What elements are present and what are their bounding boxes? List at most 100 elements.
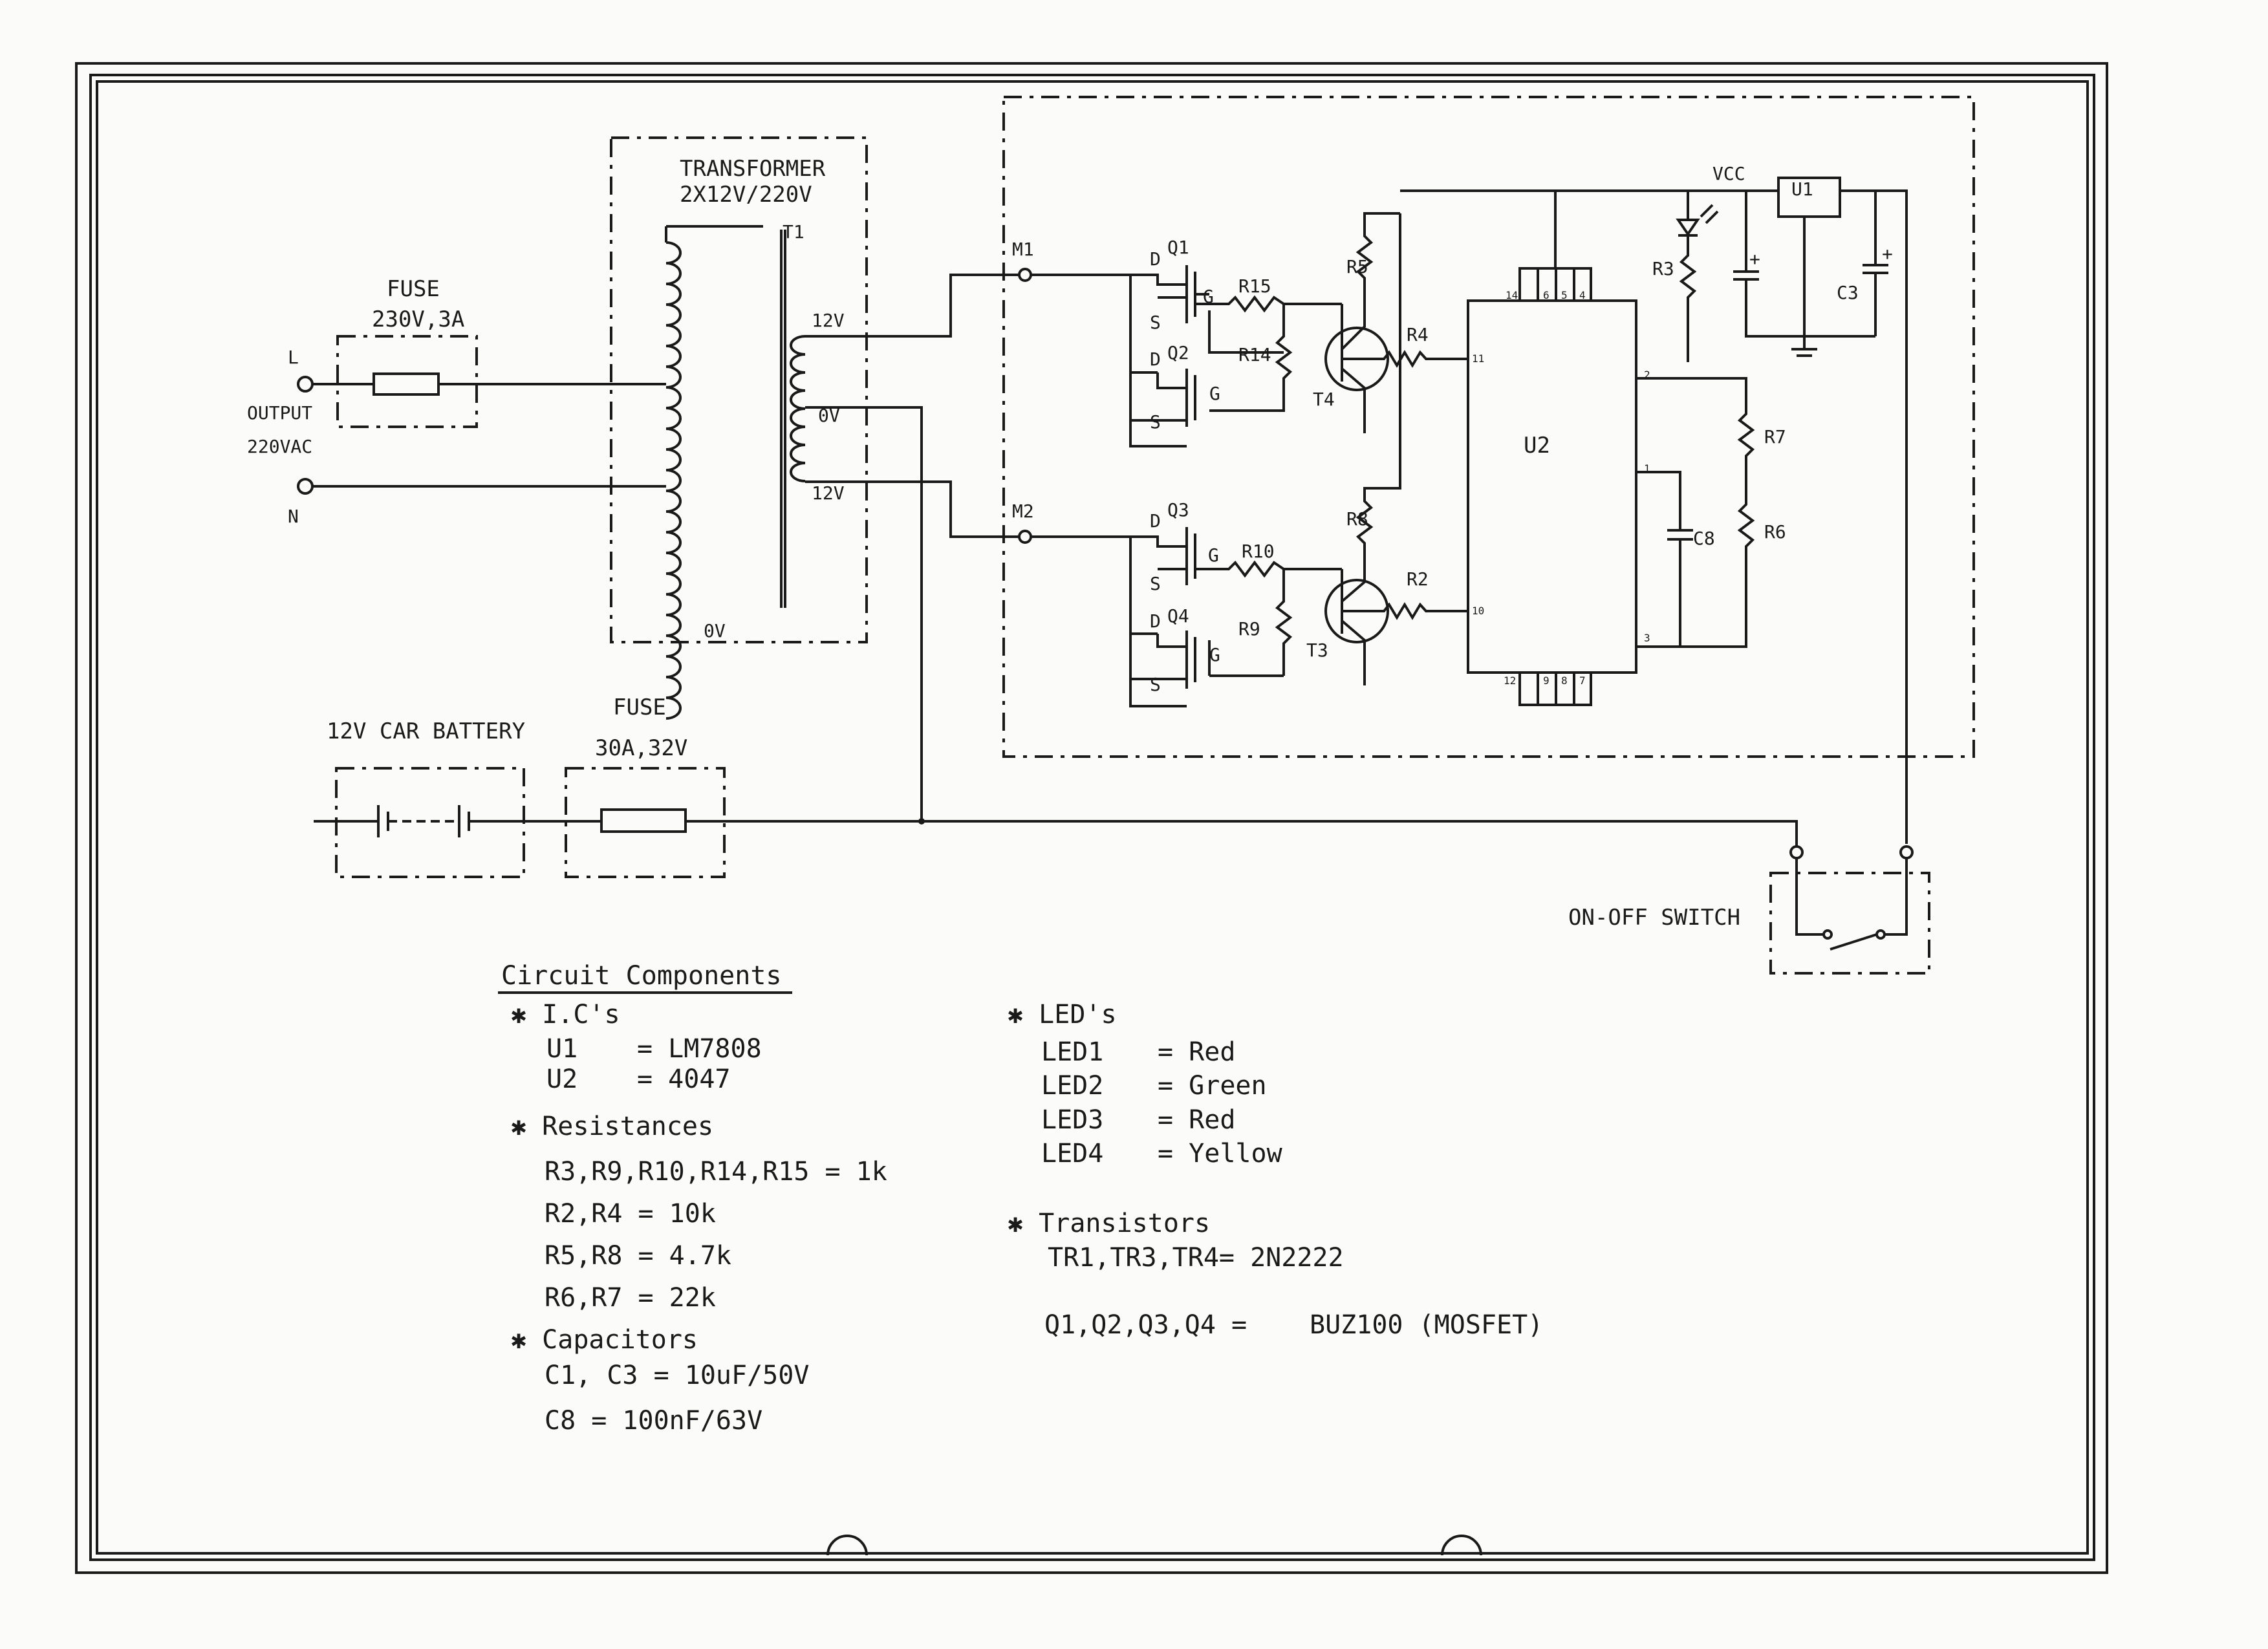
label-labels-pin5: 5 [1561, 289, 1568, 301]
fuse-bottom-rating: 30A,32V [595, 735, 687, 761]
mosfet-q4: D Q4 S G [1129, 605, 1284, 707]
label-labels-g: G [1208, 544, 1219, 566]
heading-text: Transistors [1039, 1209, 1210, 1238]
label-labels-pin7: 7 [1579, 674, 1586, 687]
heading-text: Capacitors [542, 1325, 698, 1355]
label-labels-q1: Q1 [1167, 237, 1189, 258]
label-components-transistors-items-0: TR1,TR3,TR4= 2N2222 [1048, 1243, 1344, 1273]
resistor-r15: R15 [1195, 275, 1342, 313]
output-label: OUTPUT [247, 402, 312, 424]
label-labels-pin1: 1 [1644, 462, 1650, 475]
transistor-t3: T3 R8 R2 [1306, 213, 1468, 685]
output-terminals: L OUTPUT 220VAC N [247, 347, 666, 527]
components-title: Circuit Components [501, 961, 781, 991]
transformer-block: TRANSFORMER 2X12V/220V T1 12V 0V 12V 0V [610, 136, 868, 720]
label-labels-s: S [1150, 573, 1161, 594]
label-components-leds-items-3-name: LED4 [1041, 1139, 1103, 1169]
ics-heading: ✱ I.C's [511, 1000, 620, 1029]
primary-0v: 0V [704, 620, 726, 641]
u1-label: U1 [1791, 178, 1813, 200]
label-labels-s: S [1150, 312, 1161, 333]
label-components-ics-items-0-value: = LM7808 [637, 1034, 762, 1064]
label-labels-s: S [1150, 411, 1161, 433]
on-off-switch[interactable]: ON-OFF SWITCH [1568, 820, 1930, 975]
m2-label: M2 [1012, 501, 1034, 522]
label-components-resistances-items-3: R6,R7 = 22k [545, 1283, 716, 1313]
secondary-wiring [805, 274, 1025, 821]
mosfet-q3: D Q3 S G [1031, 499, 1219, 635]
heading-text: LED's [1039, 1000, 1116, 1029]
label-labels-q3: Q3 [1167, 499, 1189, 521]
label-components-ics-items-0-name: U1 [546, 1034, 578, 1064]
transistor-t4: T4 R5 R4 [1313, 212, 1468, 433]
label-components-ics-items-1-name: U2 [546, 1064, 578, 1094]
capacitors-heading: ✱ Capacitors [511, 1325, 698, 1355]
label-labels-d: D [1150, 349, 1161, 370]
label-components-leds-items-3-value: = Yellow [1158, 1139, 1283, 1169]
label-labels-r6: R6 [1764, 521, 1786, 543]
label-labels-t3: T3 [1306, 640, 1328, 661]
u2-label: U2 [1524, 433, 1550, 458]
label-labels-c3: C3 [1837, 282, 1859, 303]
label-components-capacitors-items-1: C8 = 100nF/63V [545, 1406, 762, 1436]
vcc-label: VCC [1712, 163, 1745, 184]
label-labels-r10: R10 [1242, 541, 1275, 562]
label-labels-d: D [1150, 510, 1161, 532]
label-labels-q4: Q4 [1167, 605, 1189, 627]
fuse-top-rating: 230V,3A [372, 307, 464, 332]
mosfets-name: Q1,Q2,Q3,Q4 = [1044, 1310, 1247, 1340]
heading-text: Resistances [542, 1112, 713, 1141]
label-components-ics-items-1-value: = 4047 [637, 1064, 731, 1094]
mosfet-q2: D Q2 S G [1129, 342, 1220, 447]
terminal-l [297, 376, 314, 393]
resistor-r14: R14 [1209, 304, 1293, 412]
label-components-resistances-items-1: R2,R4 = 10k [545, 1199, 716, 1229]
on-off-switch-label: ON-OFF SWITCH [1568, 905, 1740, 931]
label-labels-g: G [1209, 383, 1220, 404]
ic-u2: U2 14 6 5 4 11 10 2 1 3 12 9 8 7 [1467, 191, 1650, 706]
page-border [75, 62, 2108, 1574]
label-labels-pin11: 11 [1472, 352, 1484, 365]
m1-node [1018, 268, 1032, 282]
label-labels-r4: R4 [1407, 324, 1429, 345]
label-labels-d: D [1150, 248, 1161, 270]
label-labels-c8: C8 [1693, 528, 1715, 549]
label-labels-pin2: 2 [1644, 369, 1650, 381]
label-components-leds-items-0-name: LED1 [1041, 1037, 1103, 1067]
leds-heading: ✱ LED's [1008, 1000, 1117, 1029]
mosfet-q1: D Q1 S G [1031, 237, 1284, 374]
label-labels-plus: + [1749, 248, 1760, 270]
label-labels-r2: R2 [1407, 568, 1429, 590]
timing-network: R7 R6 C8 [1636, 377, 1786, 648]
label-labels-q2: Q2 [1167, 342, 1189, 363]
label-labels-pin10: 10 [1472, 605, 1484, 617]
resistor-r10: R10 [1195, 541, 1342, 578]
label-components-leds-items-1-name: LED2 [1041, 1071, 1103, 1101]
tap-12v-top: 12V [812, 310, 845, 331]
m2-node [1018, 530, 1032, 544]
label-labels-g: G [1209, 644, 1220, 665]
label-labels-r15: R15 [1238, 275, 1271, 297]
label-components-resistances-items-2: R5,R8 = 4.7k [545, 1241, 731, 1271]
label-labels-pin8: 8 [1561, 674, 1568, 687]
label-labels-pin3: 3 [1644, 632, 1650, 644]
terminal-n-label: N [288, 506, 299, 527]
label-labels-r7: R7 [1764, 426, 1786, 447]
control-block: M1 M2 D Q1 S G D Q2 S G [1002, 96, 1975, 844]
primary-coil [665, 241, 682, 720]
label-labels-pin14: 14 [1506, 289, 1518, 301]
label-components-leds-items-2-name: LED3 [1041, 1105, 1103, 1135]
terminal-n [297, 478, 314, 495]
tap-12v-bottom: 12V [812, 482, 845, 504]
label-components-capacitors-items-0: C1, C3 = 10uF/50V [545, 1361, 809, 1390]
transistors-heading: ✱ Transistors [1008, 1209, 1210, 1238]
label-components-leds-items-1-value: = Green [1158, 1071, 1267, 1101]
battery-block: 12V CAR BATTERY [314, 718, 601, 878]
label-labels-r9: R9 [1238, 618, 1260, 640]
label-labels-plus: + [1882, 243, 1893, 264]
fuse-bottom-title: FUSE [613, 695, 666, 720]
mosfets-value: BUZ100 (MOSFET) [1310, 1310, 1543, 1340]
label-components-leds-items-2-value: = Red [1158, 1105, 1235, 1135]
transformer-title: TRANSFORMER [680, 156, 826, 182]
